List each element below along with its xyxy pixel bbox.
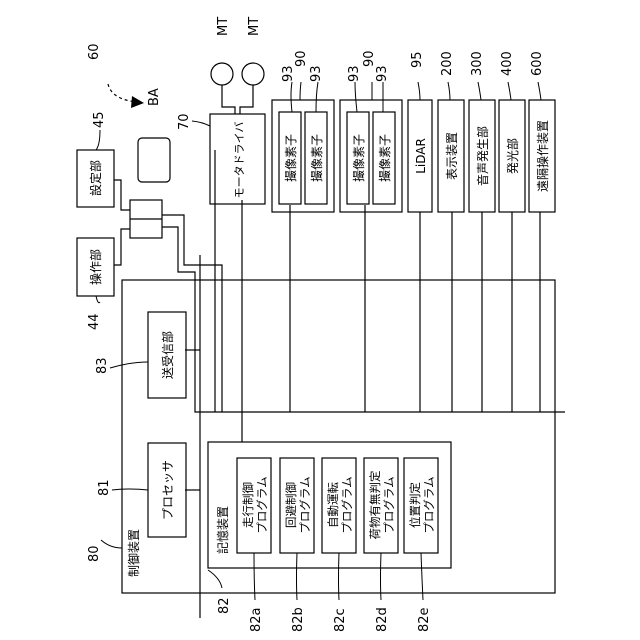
leader-82c <box>339 553 340 600</box>
program-labels: 走行制御プログラム回避制御プログラム自動運転プログラム荷物有無判定プログラム位置… <box>241 470 436 539</box>
leader-600 <box>538 82 541 100</box>
leader-70 <box>192 121 210 126</box>
leader-82b <box>297 553 298 600</box>
leader-95 <box>418 82 420 100</box>
ref-44: 44 <box>87 313 102 330</box>
motor-wire-right <box>240 85 253 114</box>
ref-300: 300 <box>470 51 485 76</box>
program-label-line1: 荷物有無判定 <box>368 470 382 539</box>
leader-45 <box>96 130 100 150</box>
camera-2a-label: 撮像素子 <box>352 134 366 182</box>
ref-70: 70 <box>177 113 192 130</box>
camera-2b-label: 撮像素子 <box>378 134 392 182</box>
motor-circle-right <box>242 63 264 85</box>
camera-group-1-box <box>272 100 334 212</box>
ref-200: 200 <box>440 51 455 76</box>
ref-93-d: 93 <box>375 65 390 82</box>
ref-82: 82 <box>217 597 232 614</box>
leader-82 <box>208 570 222 588</box>
ref-81: 81 <box>97 479 112 496</box>
arrow-60 <box>108 84 144 108</box>
ref-90-b: 90 <box>362 50 377 67</box>
ref-400: 400 <box>500 51 515 76</box>
leader-81 <box>112 489 148 490</box>
ba-box <box>138 138 170 182</box>
leader-400 <box>508 82 511 100</box>
motor-wire-left <box>222 85 235 114</box>
ba-label: BA <box>147 88 162 106</box>
program-label-line1: 位置判定 <box>408 482 422 528</box>
motor-driver-label: モータドライバ <box>233 122 246 199</box>
sound-label: 音声発生部 <box>475 126 490 186</box>
ref-82e: 82e <box>417 607 432 632</box>
processor-label: プロセッサ <box>161 460 175 520</box>
leader-93-c <box>355 82 357 112</box>
control-device-label: 制御装置 <box>126 529 141 577</box>
leader-200 <box>448 82 450 100</box>
ref-82a: 82a <box>249 607 264 632</box>
operation-unit-label: 操作部 <box>88 249 103 285</box>
program-label-line2: プログラム <box>340 476 354 533</box>
camera-1b-label: 撮像素子 <box>310 134 324 182</box>
leader-90-a <box>300 82 301 100</box>
program-label-82d: 荷物有無判定プログラム <box>368 470 396 539</box>
ref-82b: 82b <box>291 607 306 632</box>
control-device-box <box>122 280 555 593</box>
program-label-line2: プログラム <box>298 476 312 533</box>
program-label-line2: プログラム <box>382 476 396 533</box>
ref-93-c: 93 <box>347 65 362 82</box>
camera-group-2-box <box>340 100 402 212</box>
transceiver-label: 送受信部 <box>160 331 175 379</box>
ref-90-a: 90 <box>294 50 309 67</box>
ref-45: 45 <box>92 111 107 128</box>
program-label-82c: 自動運転プログラム <box>326 476 354 533</box>
setting-unit-label: 設定部 <box>88 160 103 196</box>
ref-93-b: 93 <box>309 65 324 82</box>
leader-93-a <box>291 82 292 112</box>
leader-83 <box>110 362 148 368</box>
leader-80 <box>101 540 122 548</box>
program-label-line2: プログラム <box>422 476 436 533</box>
ref-95: 95 <box>410 51 425 68</box>
leader-300 <box>478 82 481 100</box>
operation-unit-wire <box>114 229 130 265</box>
leader-82d <box>381 553 382 600</box>
ref-600: 600 <box>530 51 545 76</box>
ref-80: 80 <box>87 545 102 562</box>
program-label-82b: 回避制御プログラム <box>284 476 312 533</box>
program-label-line1: 自動運転 <box>326 482 340 528</box>
storage-label: 記憶装置 <box>215 506 230 554</box>
program-label-line1: 走行制御 <box>241 482 255 528</box>
leader-93-b <box>316 82 318 112</box>
bus-lines <box>185 150 565 618</box>
ref-82c: 82c <box>333 608 348 632</box>
connector-lower-wire <box>162 227 200 412</box>
remote-label: 遠隔操作装置 <box>535 120 550 192</box>
program-label-82e: 位置判定プログラム <box>408 476 436 533</box>
setting-unit-wire <box>114 180 130 210</box>
leader-44 <box>96 296 100 303</box>
ref-82d: 82d <box>375 607 390 632</box>
connector-upper-wire <box>162 215 222 412</box>
lidar-label: LiDAR <box>414 138 428 174</box>
camera-1a-label: 撮像素子 <box>284 134 298 182</box>
ref-83: 83 <box>95 357 110 374</box>
display-label: 表示装置 <box>445 132 459 180</box>
motor-label-left: MT <box>216 17 231 36</box>
program-label-82a: 走行制御プログラム <box>241 476 269 533</box>
motor-label-right: MT <box>247 17 262 36</box>
light-label: 発光部 <box>505 138 520 174</box>
ref-60: 60 <box>87 43 102 60</box>
program-label-line1: 回避制御 <box>284 482 298 528</box>
program-label-line2: プログラム <box>255 476 269 533</box>
motor-circle-left <box>211 63 233 85</box>
